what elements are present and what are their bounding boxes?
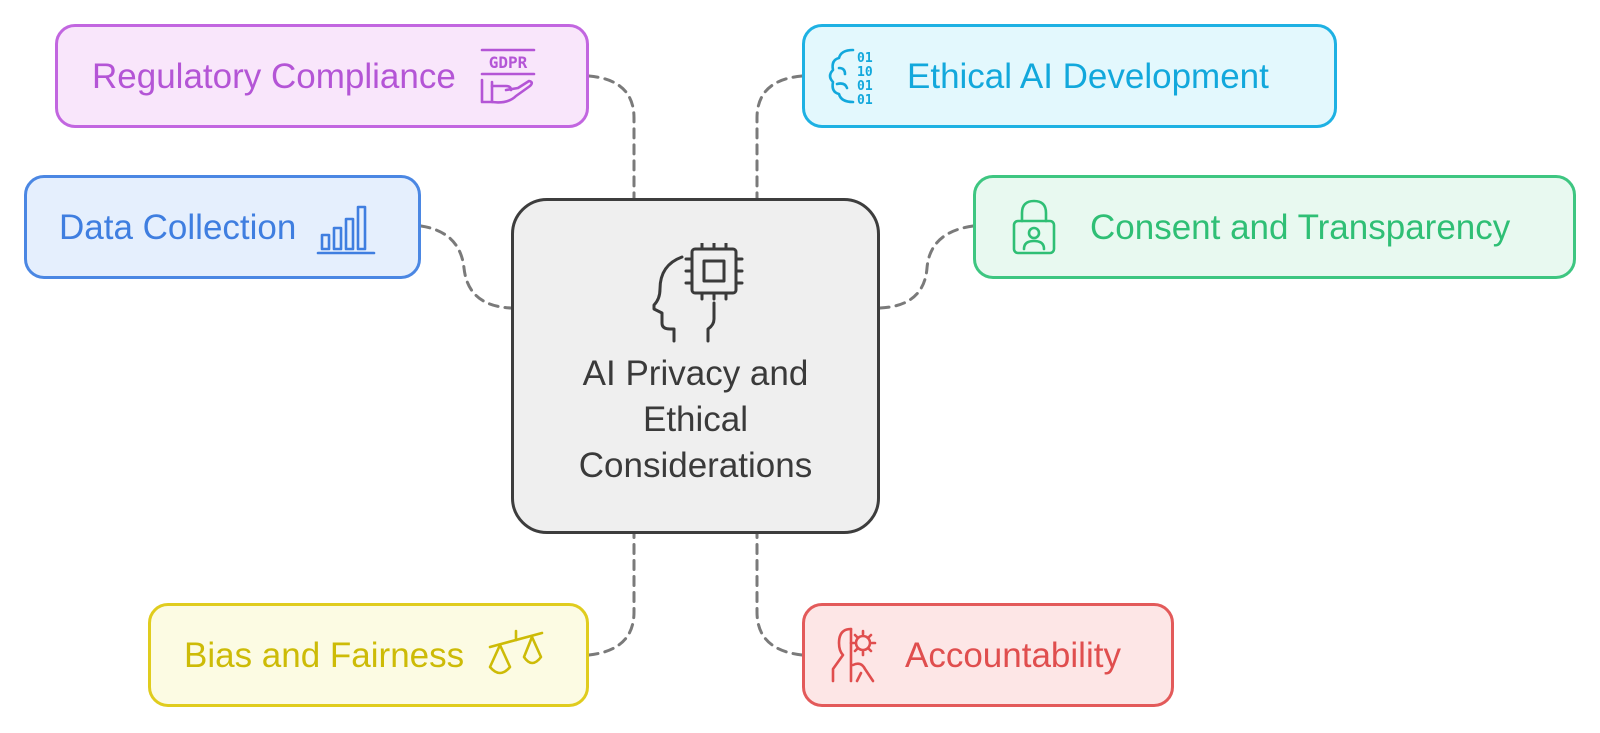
connector-bias	[587, 532, 636, 657]
svg-text:01: 01	[857, 79, 873, 94]
node-label: Bias and Fairness	[184, 635, 465, 675]
central-title-line: Ethical	[642, 400, 749, 439]
central-title-line: AI Privacy and	[582, 354, 809, 393]
person-gear-icon	[831, 627, 877, 683]
padlock-user-icon	[1012, 199, 1056, 255]
connector-regulatory	[587, 74, 636, 200]
svg-text:GDPR: GDPR	[489, 53, 528, 72]
svg-text:01: 01	[857, 93, 873, 106]
node-label: Ethical AI Development	[907, 56, 1269, 96]
node-regulatory-compliance: Regulatory Compliance GDPR	[55, 24, 589, 128]
gdpr-hand-icon: GDPR	[480, 48, 536, 104]
connector-consent	[878, 224, 975, 310]
node-ethical-ai-development: 01 10 01 01 Ethical AI Development	[802, 24, 1337, 128]
node-label: Accountability	[905, 635, 1121, 675]
bar-chart-icon	[317, 205, 376, 255]
central-topic-title: AI Privacy and Ethical Considerations	[514, 351, 877, 489]
connector-data	[419, 224, 513, 310]
node-label: Data Collection	[59, 207, 297, 247]
ai-head-chip-icon	[652, 243, 744, 343]
node-accountability: Accountability	[802, 603, 1174, 707]
scales-icon	[488, 629, 544, 675]
binary-brain-icon: 01 10 01 01	[828, 48, 873, 106]
node-consent-and-transparency: Consent and Transparency	[973, 175, 1576, 279]
connector-ethical	[755, 74, 804, 200]
node-label: Regulatory Compliance	[92, 56, 456, 96]
node-label: Consent and Transparency	[1090, 207, 1511, 247]
svg-text:01: 01	[857, 51, 873, 66]
node-bias-and-fairness: Bias and Fairness	[148, 603, 589, 707]
connector-accountability	[755, 532, 804, 657]
central-topic: AI Privacy and Ethical Considerations	[511, 198, 880, 534]
central-title-line: Considerations	[578, 446, 813, 485]
svg-text:10: 10	[857, 65, 873, 80]
node-data-collection: Data Collection	[24, 175, 421, 279]
